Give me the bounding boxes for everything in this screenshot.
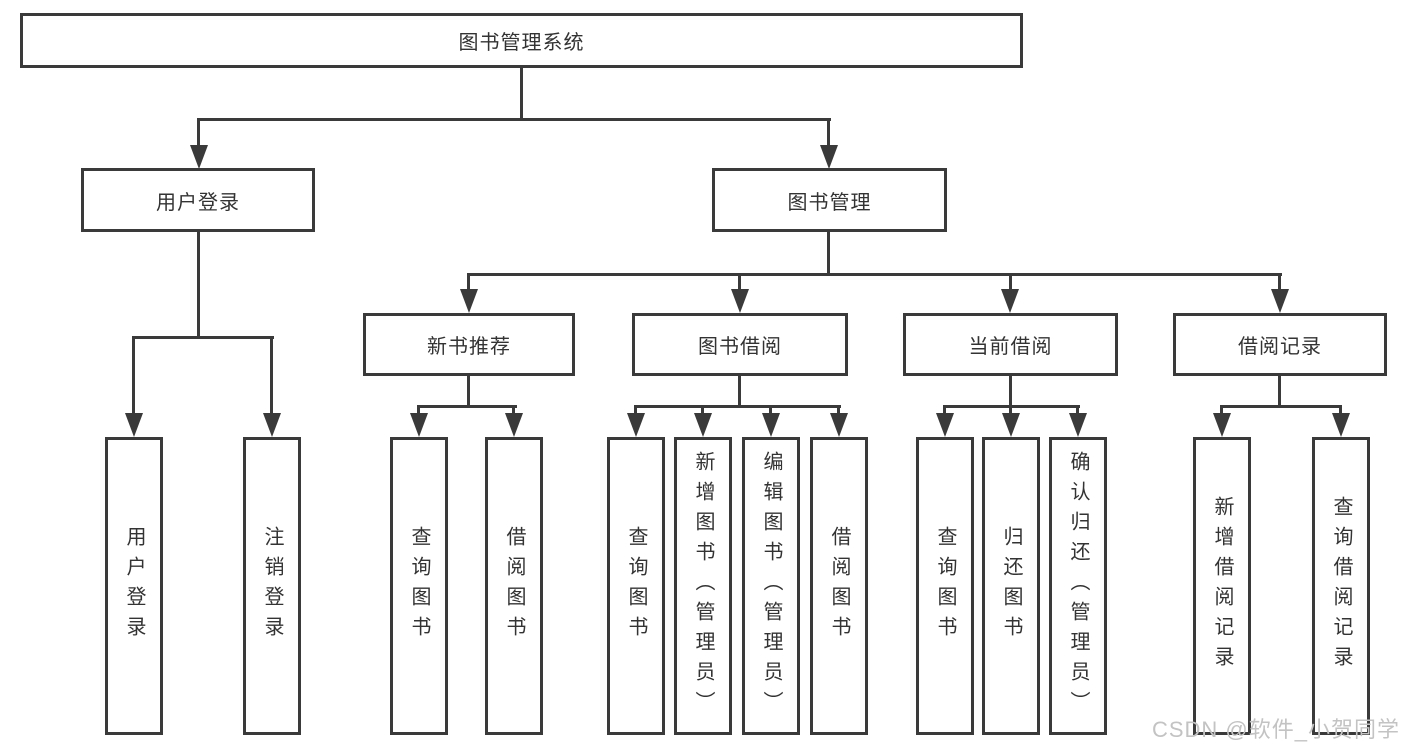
leaf-return-books: 归还图书 xyxy=(982,437,1040,735)
leaf-label: 查询图书 xyxy=(408,526,430,646)
arrowhead xyxy=(125,413,143,437)
connector-line xyxy=(1009,273,1012,292)
leaf-query-books-borrowing: 查询图书 xyxy=(607,437,665,735)
connector-line xyxy=(1278,375,1281,408)
connector-line xyxy=(1339,405,1342,416)
node-label: 用户登录 xyxy=(156,191,240,214)
leaf-label: 编辑图书（管理员） xyxy=(760,451,782,721)
arrowhead xyxy=(1001,289,1019,313)
node-label: 当前借阅 xyxy=(968,336,1053,358)
leaf-label: 确认归还（管理员） xyxy=(1067,451,1089,721)
node-book-management: 图书管理 xyxy=(712,168,947,232)
connector-line xyxy=(634,405,841,408)
connector-line xyxy=(738,273,741,292)
node-label: 图书借阅 xyxy=(698,336,782,358)
leaf-logout-login: 注销登录 xyxy=(243,437,301,735)
connector-line xyxy=(197,118,200,148)
connector-line xyxy=(270,336,273,416)
node-label: 新书推荐 xyxy=(427,336,511,358)
connector-line xyxy=(467,375,470,408)
arrowhead xyxy=(731,289,749,313)
leaf-label: 借阅图书 xyxy=(503,526,525,646)
leaf-label: 查询图书 xyxy=(625,526,647,646)
connector-line xyxy=(520,68,523,119)
leaf-edit-books-admin: 编辑图书（管理员） xyxy=(742,437,800,735)
node-new-book-recommendation: 新书推荐 xyxy=(363,313,575,376)
leaf-label: 借阅图书 xyxy=(828,526,850,646)
connector-line xyxy=(1009,405,1012,416)
arrowhead xyxy=(505,413,523,437)
connector-line xyxy=(197,118,831,121)
connector-line xyxy=(1220,405,1342,408)
arrowhead xyxy=(820,145,838,169)
connector-line xyxy=(1009,375,1012,408)
arrowhead xyxy=(762,413,780,437)
node-library-management-system: 图书管理系统 xyxy=(20,13,1023,68)
connector-line xyxy=(467,273,1282,276)
arrowhead xyxy=(830,413,848,437)
connector-line xyxy=(738,375,741,408)
connector-line xyxy=(512,405,515,416)
connector-line xyxy=(827,232,830,276)
connector-line xyxy=(701,405,704,416)
node-current-borrowing: 当前借阅 xyxy=(903,313,1118,376)
leaf-label: 归还图书 xyxy=(1000,526,1022,646)
connector-line xyxy=(467,273,470,292)
connector-line xyxy=(1220,405,1223,416)
connector-line xyxy=(1278,273,1281,292)
leaf-query-books-current: 查询图书 xyxy=(916,437,974,735)
watermark: CSDN @软件_小贺同学 xyxy=(1151,717,1400,742)
connector-line xyxy=(634,405,637,416)
arrowhead xyxy=(1002,413,1020,437)
leaf-query-borrow-record: 查询借阅记录 xyxy=(1312,437,1370,735)
leaf-label: 用户登录 xyxy=(123,526,145,646)
arrowhead xyxy=(1271,289,1289,313)
node-user-login: 用户登录 xyxy=(81,168,315,232)
leaf-label: 查询图书 xyxy=(934,526,956,646)
leaf-borrow-books-recommend: 借阅图书 xyxy=(485,437,543,735)
node-label: 借阅记录 xyxy=(1238,336,1322,358)
connector-line xyxy=(132,336,274,339)
connector-line xyxy=(769,405,772,416)
arrowhead xyxy=(1332,413,1350,437)
connector-line xyxy=(837,405,840,416)
arrowhead xyxy=(627,413,645,437)
leaf-borrow-books-borrowing: 借阅图书 xyxy=(810,437,868,735)
arrowhead xyxy=(410,413,428,437)
node-label: 图书管理系统 xyxy=(458,32,585,54)
leaf-label: 查询借阅记录 xyxy=(1330,496,1352,676)
connector-line xyxy=(417,405,420,416)
connector-line xyxy=(197,232,200,339)
node-book-borrowing: 图书借阅 xyxy=(632,313,848,376)
arrowhead xyxy=(694,413,712,437)
arrowhead xyxy=(263,413,281,437)
arrowhead xyxy=(1069,413,1087,437)
connector-line xyxy=(827,118,830,148)
connector-line xyxy=(1076,405,1079,416)
leaf-label: 新增图书（管理员） xyxy=(692,451,714,721)
connector-line xyxy=(417,405,517,408)
leaf-query-books-recommend: 查询图书 xyxy=(390,437,448,735)
arrowhead xyxy=(936,413,954,437)
leaf-label: 新增借阅记录 xyxy=(1211,496,1233,676)
node-borrowing-records: 借阅记录 xyxy=(1173,313,1387,376)
leaf-add-books-admin: 新增图书（管理员） xyxy=(674,437,732,735)
leaf-user-login: 用户登录 xyxy=(105,437,163,735)
arrowhead xyxy=(190,145,208,169)
connector-line xyxy=(943,405,946,416)
connector-line xyxy=(132,336,135,416)
leaf-confirm-return-admin: 确认归还（管理员） xyxy=(1049,437,1107,735)
leaf-label: 注销登录 xyxy=(261,526,283,646)
leaf-add-borrow-record: 新增借阅记录 xyxy=(1193,437,1251,735)
arrowhead xyxy=(460,289,478,313)
arrowhead xyxy=(1213,413,1231,437)
node-label: 图书管理 xyxy=(787,191,872,214)
